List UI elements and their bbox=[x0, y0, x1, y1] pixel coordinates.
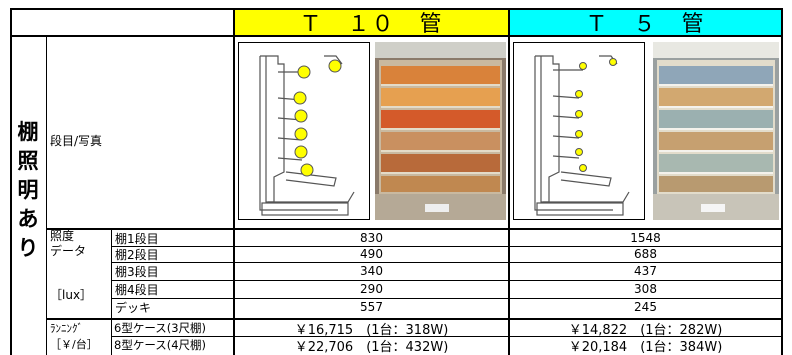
t5-illuminance: 437 bbox=[634, 264, 657, 278]
t5-running-cost: ￥14,822 (1台：282W) bbox=[568, 322, 723, 337]
t10-illuminance: 830 bbox=[360, 231, 383, 245]
category-char: 棚 bbox=[17, 119, 39, 144]
category-label: 棚 照 明 あ り bbox=[11, 110, 45, 270]
t10-case-photo bbox=[375, 42, 506, 220]
illuminance-label-line2: データ bbox=[50, 244, 87, 258]
grid-line bbox=[781, 8, 783, 355]
t5-case-photo bbox=[653, 42, 779, 220]
grid-line bbox=[111, 298, 783, 299]
grid-line bbox=[10, 35, 783, 37]
shelf-label: 棚2段目 bbox=[115, 247, 159, 262]
t10-shelf-diagram bbox=[238, 42, 370, 220]
running-cost-label-line2: ［￥/台］ bbox=[50, 338, 98, 351]
shelf-label: 棚1段目 bbox=[115, 231, 159, 246]
t10-illuminance: 340 bbox=[360, 264, 383, 278]
grid-line bbox=[233, 8, 235, 355]
grid-line bbox=[508, 8, 510, 355]
running-cost-label: ﾗﾝﾆﾝｸﾞ ［￥/台］ bbox=[50, 321, 98, 353]
grid-line bbox=[46, 318, 783, 320]
t5-illuminance: 1548 bbox=[630, 231, 661, 245]
grid-line bbox=[10, 8, 783, 10]
grid-line bbox=[46, 228, 783, 230]
photo-row-label: 段目/写真 bbox=[50, 134, 103, 148]
illuminance-label-line1: 照度 bbox=[50, 229, 75, 243]
illuminance-unit: ［lux］ bbox=[50, 288, 93, 302]
t10-illuminance: 290 bbox=[360, 282, 383, 296]
running-cost-label-line1: ﾗﾝﾆﾝｸﾞ bbox=[50, 322, 83, 335]
t5-illuminance: 688 bbox=[634, 247, 657, 261]
t5-illuminance: 308 bbox=[634, 282, 657, 296]
t10-running-cost: ￥22,706 (1台：432W) bbox=[294, 339, 449, 354]
category-char: り bbox=[17, 235, 39, 260]
grid-line bbox=[46, 36, 47, 355]
shelf-label: デッキ bbox=[115, 300, 152, 315]
t10-illuminance: 557 bbox=[360, 300, 383, 314]
t10-illuminance: 490 bbox=[360, 247, 383, 261]
t5-header-cell bbox=[509, 9, 782, 35]
grid-line bbox=[111, 280, 783, 281]
category-char: あ bbox=[17, 206, 39, 231]
shelf-label: 棚4段目 bbox=[115, 282, 159, 297]
t10-header-title: Ｔ １０ 管 bbox=[299, 12, 444, 35]
t5-illuminance: 245 bbox=[634, 300, 657, 314]
category-char: 明 bbox=[17, 177, 39, 202]
grid-line bbox=[10, 8, 12, 355]
grid-line bbox=[111, 229, 112, 355]
shelf-label: 棚3段目 bbox=[115, 264, 159, 279]
t5-shelf-diagram bbox=[513, 42, 645, 220]
t5-header-title: Ｔ ５ 管 bbox=[585, 12, 706, 35]
illuminance-label: 照度 データ bbox=[50, 229, 86, 259]
grid-line bbox=[111, 336, 783, 337]
t5-running-cost: ￥20,184 (1台：384W) bbox=[568, 339, 723, 354]
category-char: 照 bbox=[17, 148, 39, 173]
grid-line bbox=[111, 246, 783, 247]
case-label: 8型ケース(4尺棚) bbox=[114, 338, 207, 352]
grid-line bbox=[111, 262, 783, 263]
t10-running-cost: ￥16,715 (1台：318W) bbox=[294, 322, 449, 337]
case-label: 6型ケース(3尺棚) bbox=[114, 321, 207, 335]
t10-header-cell bbox=[234, 9, 509, 35]
